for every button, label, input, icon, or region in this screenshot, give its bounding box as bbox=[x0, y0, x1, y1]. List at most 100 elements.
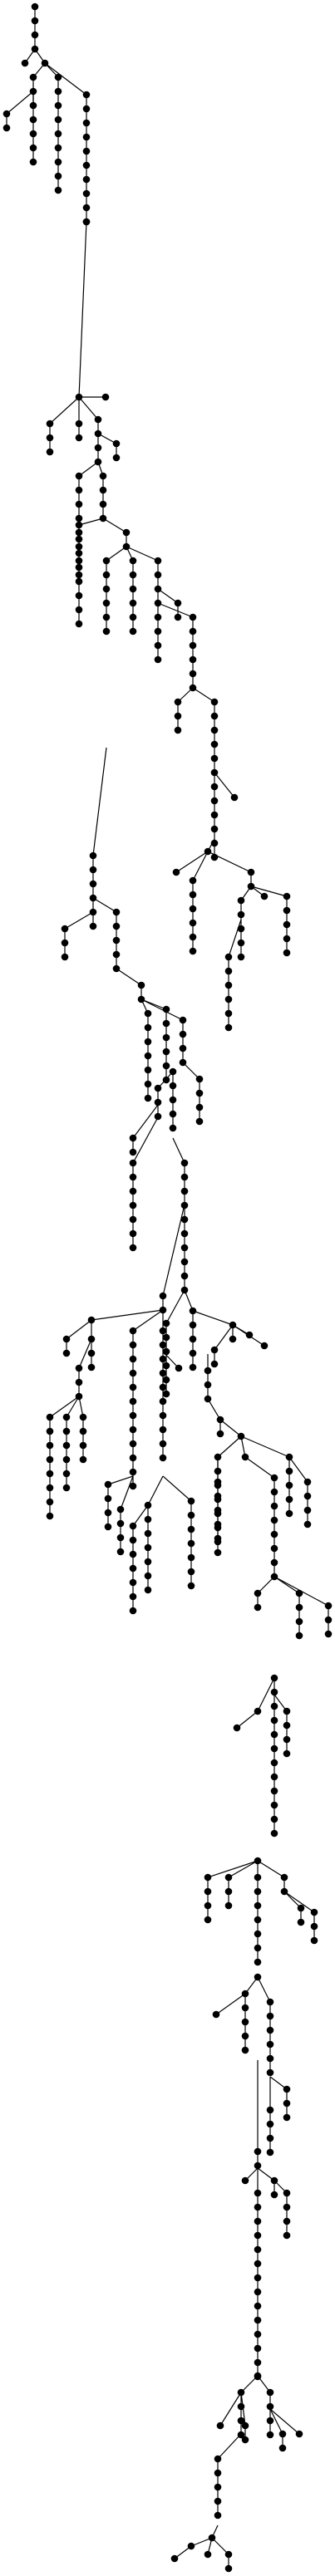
tree-node bbox=[75, 393, 83, 401]
tree-node bbox=[266, 2388, 274, 2397]
tree-node bbox=[129, 1397, 137, 1406]
tree-node bbox=[129, 557, 137, 565]
tree-node bbox=[283, 935, 291, 943]
tree-node bbox=[285, 1509, 293, 1518]
tree-node bbox=[162, 1319, 170, 1327]
tree-node bbox=[214, 1506, 222, 1514]
tree-node bbox=[270, 1773, 278, 1781]
tree-node bbox=[82, 189, 91, 198]
tree-edge bbox=[44, 62, 87, 96]
tree-node bbox=[189, 876, 197, 885]
tree-node bbox=[283, 1707, 291, 1715]
tree-node bbox=[179, 1044, 187, 1052]
tree-node bbox=[254, 2260, 262, 2268]
tree-node bbox=[204, 1873, 212, 1882]
tree-edge bbox=[116, 968, 142, 986]
tree-node bbox=[189, 684, 197, 692]
tree-edge bbox=[219, 2392, 242, 2426]
tree-node bbox=[283, 2217, 291, 2225]
tree-node bbox=[129, 1327, 137, 1335]
tree-node bbox=[75, 434, 83, 442]
tree-node bbox=[270, 1815, 278, 1823]
tree-node bbox=[75, 486, 83, 494]
tree-node bbox=[174, 712, 182, 720]
tree-edge bbox=[244, 1456, 275, 1479]
tree-node bbox=[89, 866, 97, 874]
tree-node bbox=[324, 1616, 333, 1624]
tree-edge bbox=[140, 999, 184, 1021]
tree-node bbox=[204, 1901, 212, 1910]
tree-node bbox=[2, 110, 11, 118]
tree-node bbox=[237, 925, 245, 933]
tree-node bbox=[144, 1543, 152, 1552]
tree-edge bbox=[215, 1993, 246, 2015]
tree-node bbox=[170, 2554, 179, 2563]
tree-node bbox=[270, 1730, 278, 1739]
tree-node bbox=[283, 2203, 291, 2211]
tree-node bbox=[189, 627, 197, 635]
tree-edge bbox=[102, 518, 127, 533]
tree-node bbox=[229, 1321, 237, 1329]
tree-node bbox=[87, 1335, 96, 1343]
tree-node bbox=[280, 1887, 288, 1896]
tree-node bbox=[46, 1498, 54, 1506]
tree-node bbox=[75, 535, 83, 543]
tree-node bbox=[46, 1441, 54, 1450]
tree-node bbox=[112, 439, 121, 448]
tree-node bbox=[41, 59, 49, 67]
tree-node bbox=[144, 1080, 152, 1088]
tree-node bbox=[29, 87, 37, 96]
tree-node bbox=[283, 2085, 291, 2093]
tree-node bbox=[270, 1759, 278, 1767]
tree-node bbox=[99, 500, 107, 508]
tree-node bbox=[159, 1327, 167, 1335]
tree-node bbox=[210, 853, 219, 861]
tree-node bbox=[46, 1470, 54, 1478]
tree-node bbox=[31, 17, 39, 25]
tree-node bbox=[204, 1381, 212, 1389]
tree-node bbox=[237, 2388, 245, 2397]
tree-node bbox=[54, 158, 62, 166]
tree-node bbox=[87, 1363, 96, 1371]
tree-node bbox=[266, 2431, 274, 2439]
tree-node bbox=[303, 1520, 312, 1528]
tree-node bbox=[169, 1110, 177, 1118]
tree-node bbox=[112, 950, 121, 959]
tree-node bbox=[169, 1096, 177, 1104]
tree-node bbox=[154, 641, 162, 650]
tree-node bbox=[295, 1603, 303, 1612]
tree-node bbox=[241, 2046, 249, 2054]
tree-node bbox=[210, 1360, 219, 1368]
tree-node bbox=[295, 2430, 303, 2438]
tree-node bbox=[112, 454, 121, 462]
tree-edge bbox=[49, 1396, 80, 1418]
tree-edge bbox=[132, 1504, 149, 1527]
tree-node bbox=[254, 2217, 262, 2225]
tree-node bbox=[283, 949, 291, 957]
tree-node bbox=[224, 953, 233, 961]
tree-node bbox=[230, 793, 239, 802]
tree-node bbox=[187, 1568, 195, 1576]
tree-node bbox=[270, 1544, 278, 1553]
tree-node bbox=[212, 2010, 220, 2019]
tree-node bbox=[283, 2189, 291, 2197]
tree-node bbox=[162, 1390, 170, 1398]
tree-node bbox=[179, 1016, 187, 1024]
tree-node bbox=[112, 922, 121, 930]
tree-node bbox=[154, 613, 162, 621]
tree-node bbox=[154, 1098, 162, 1106]
tree-edge bbox=[92, 747, 107, 856]
tree-node bbox=[179, 1030, 187, 1038]
tree-edge bbox=[132, 1104, 159, 1139]
tree-node bbox=[129, 1187, 137, 1195]
tree-node bbox=[159, 1425, 167, 1434]
tree-node bbox=[180, 1159, 189, 1167]
tree-node bbox=[82, 218, 91, 226]
tree-node bbox=[144, 1586, 152, 1594]
tree-node bbox=[189, 1321, 197, 1329]
tree-node bbox=[144, 1558, 152, 1566]
tree-node bbox=[62, 1441, 71, 1450]
tree-node bbox=[79, 1413, 87, 1421]
